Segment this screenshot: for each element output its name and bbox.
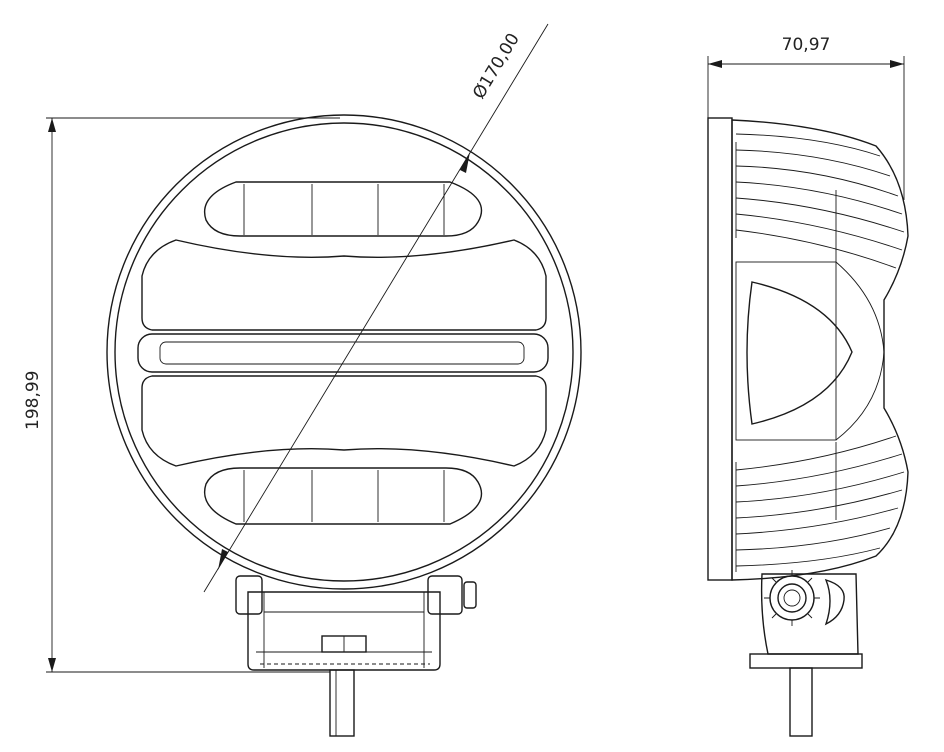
upper-main-lens (141, 239, 547, 331)
drl-bar (137, 333, 549, 373)
height-label: 198,99 (23, 371, 43, 430)
diameter-dimension: Ø170,00 (203, 23, 549, 593)
top-lens (204, 181, 483, 237)
bottom-lens (204, 467, 483, 525)
diameter-label: Ø170,00 (469, 30, 524, 103)
width-label: 70,97 (782, 35, 831, 55)
side-recess (735, 261, 885, 441)
side-body (731, 119, 909, 581)
side-view: 70,97 (707, 35, 909, 737)
upper-fins (735, 133, 905, 269)
side-front-plate (707, 117, 733, 581)
front-view: Ø170,00 198,99 (23, 23, 582, 737)
front-bracket (235, 575, 477, 737)
housing-inner-ring (114, 122, 574, 582)
width-dimension: 70,97 (707, 35, 905, 200)
lower-main-lens (141, 375, 547, 467)
height-dimension: 198,99 (23, 117, 340, 673)
side-bracket (749, 570, 863, 737)
lower-fins (735, 435, 905, 572)
adjustment-knob (769, 575, 815, 621)
housing-outer-ring (106, 114, 582, 590)
